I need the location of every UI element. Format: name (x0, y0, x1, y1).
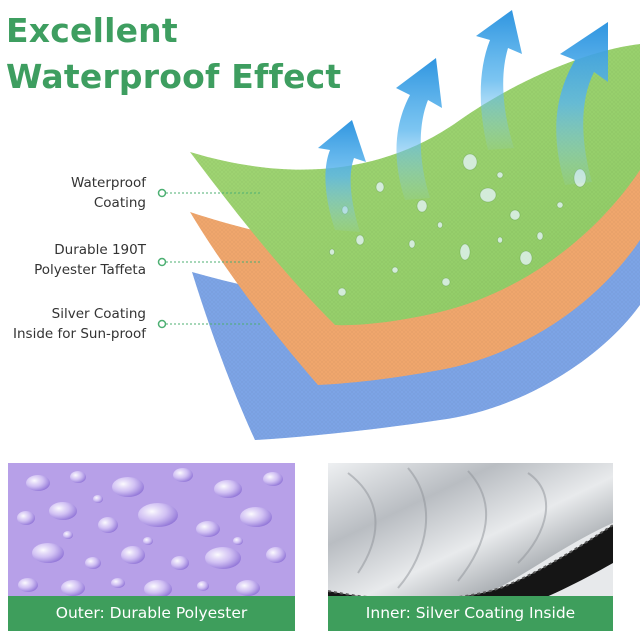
inner-silver-photo: Inner: Silver Coating Inside (328, 463, 613, 631)
label-silver-coating: Silver Coating Inside for Sun-proof (13, 306, 146, 342)
fabric-layers-illustration (157, 10, 640, 440)
breathable-airflow-arrows (318, 10, 608, 232)
headline-line-1: Excellent (6, 11, 178, 50)
inner-caption: Inner: Silver Coating Inside (328, 596, 613, 631)
water-droplets (329, 153, 587, 297)
callout-leaders (157, 188, 262, 329)
label-polyester-taffeta: Durable 190T Polyester Taffeta (34, 242, 146, 278)
headline: Excellent Waterproof Effect (6, 8, 341, 100)
label-waterproof-coating: Waterproof Coating (70, 175, 146, 211)
headline-line-2: Waterproof Effect (6, 57, 342, 96)
outer-fabric-photo: Outer: Durable Polyester (8, 463, 295, 631)
outer-caption: Outer: Durable Polyester (8, 596, 295, 631)
